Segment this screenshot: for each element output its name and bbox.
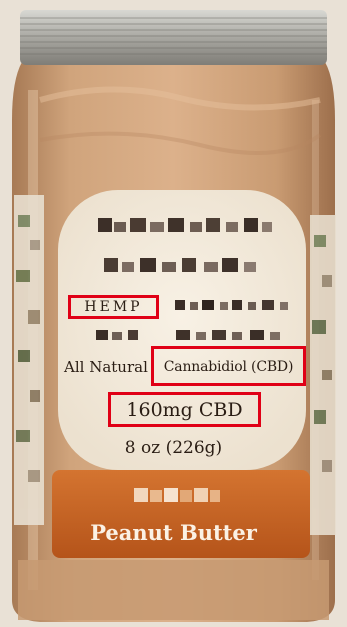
- hemp-label: HEMP: [68, 295, 159, 319]
- net-weight: 8 oz (226g): [124, 438, 223, 458]
- lid-ridges: [20, 17, 327, 55]
- right-pixelated-panel: [310, 215, 336, 535]
- left-pixelated-panel: [14, 195, 44, 525]
- shoulder-swirl: [39, 86, 321, 111]
- pixelated-subtitle: [96, 330, 280, 340]
- dose-label: 160mg CBD: [108, 392, 261, 427]
- pixelated-brand-name: [98, 218, 272, 272]
- pixelated-text: [175, 300, 288, 310]
- shoulder-swirl: [39, 131, 322, 155]
- cannabidiol-label: Cannabidiol (CBD): [151, 346, 306, 386]
- jar-bottom: [18, 560, 329, 620]
- product-name: Peanut Butter: [90, 520, 257, 545]
- all-natural-text: All Natural: [64, 358, 148, 376]
- orange-band: [52, 470, 310, 558]
- pixelated-band-word: [134, 488, 220, 502]
